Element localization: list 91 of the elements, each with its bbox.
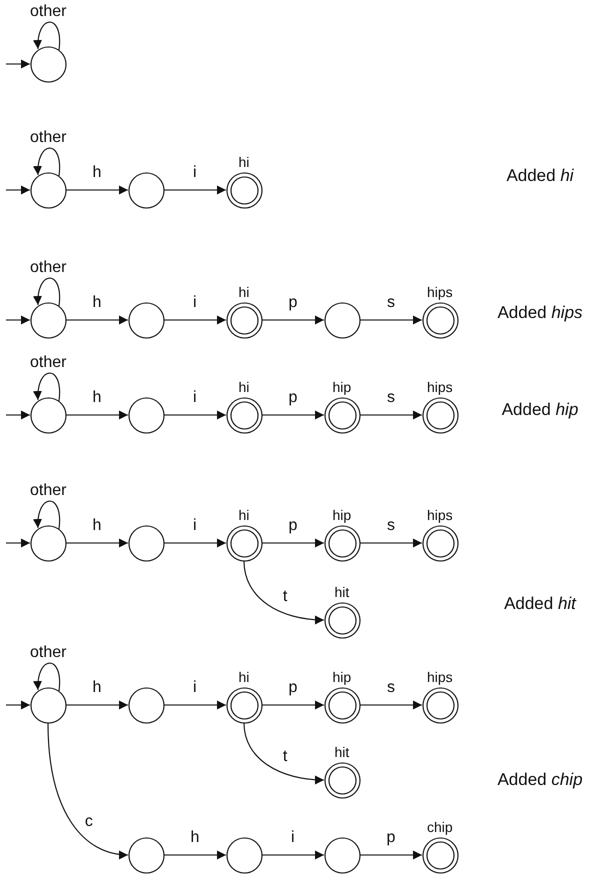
accepting-state-circle (422, 836, 458, 874)
state-label: hi (238, 380, 250, 394)
arrow (164, 538, 226, 548)
arrow (360, 538, 422, 548)
step-note: Added hips (496, 302, 584, 324)
arrow (6, 60, 30, 68)
step-note: Added hit (503, 593, 578, 615)
state-label: hi (238, 285, 250, 299)
arrow (66, 700, 128, 710)
arrow (6, 538, 30, 548)
state-label: hi (238, 155, 250, 169)
state-label: hips (427, 508, 453, 522)
accepting-state-circle (226, 524, 262, 562)
state-circle (128, 396, 164, 434)
state-label: hi (238, 508, 250, 522)
arrow (262, 700, 324, 710)
arrow (66, 186, 128, 194)
arrow (34, 662, 60, 692)
edge-label: p (288, 680, 298, 696)
accepting-state-circle (422, 524, 458, 562)
accepting-state-circle (226, 172, 262, 208)
arrow (34, 500, 60, 530)
state-label: hips (427, 670, 453, 684)
arrow (262, 538, 324, 548)
arrow (360, 316, 422, 324)
arrow (66, 538, 128, 548)
state-circle (324, 836, 360, 874)
state-label: hi (238, 670, 250, 684)
arrow (360, 700, 422, 710)
arrow (34, 22, 60, 50)
state-label: hip (332, 508, 352, 522)
state-label: hit (334, 585, 350, 599)
arrow (243, 722, 324, 784)
edge-label: p (386, 830, 396, 846)
edge-label: p (288, 295, 298, 311)
state-circle (128, 302, 164, 338)
state-circle (30, 686, 66, 724)
arrow (164, 700, 226, 710)
arrow (164, 410, 226, 420)
state-circle (226, 836, 262, 874)
arrow (243, 560, 324, 624)
state-circle (30, 524, 66, 562)
arrow (262, 850, 324, 860)
accepting-state-circle (324, 602, 360, 638)
arrow (66, 410, 128, 420)
state-circle (128, 836, 164, 874)
state-circle (128, 524, 164, 562)
edge-label: p (288, 518, 298, 534)
accepting-state-circle (422, 396, 458, 434)
arrow (262, 410, 324, 420)
arrow (262, 316, 324, 324)
state-label: hip (332, 380, 352, 394)
state-circle (128, 172, 164, 208)
accepting-state-circle (324, 524, 360, 562)
edge-label: p (288, 390, 298, 406)
accepting-state-circle (324, 762, 360, 798)
state-label: hit (334, 745, 350, 759)
state-label: chip (427, 820, 453, 834)
arrow (6, 700, 30, 710)
accepting-state-circle (226, 396, 262, 434)
state-circle (30, 396, 66, 434)
arrow (6, 316, 30, 324)
arrow (360, 410, 422, 420)
state-label: hips (427, 285, 453, 299)
state-circle (30, 302, 66, 338)
step-note: Added chip (496, 769, 584, 791)
arrow (164, 316, 226, 324)
accepting-state-circle (422, 302, 458, 338)
arrow (34, 278, 60, 306)
accepting-state-circle (422, 686, 458, 724)
arrow (360, 850, 422, 860)
accepting-state-circle (226, 686, 262, 724)
arrow (6, 186, 30, 194)
arrow (34, 372, 60, 402)
state-label: hips (427, 380, 453, 394)
arrow (164, 186, 226, 194)
step-note: Added hi (505, 165, 575, 187)
arrow (6, 410, 30, 420)
state-circle (30, 172, 66, 208)
state-circle (324, 302, 360, 338)
state-circle (30, 46, 66, 82)
state-label: hip (332, 670, 352, 684)
state-circle (128, 686, 164, 724)
arrow (47, 722, 128, 859)
accepting-state-circle (226, 302, 262, 338)
accepting-state-circle (324, 686, 360, 724)
arrow (34, 148, 60, 176)
arrow (66, 316, 128, 324)
step-note: Added hip (500, 399, 580, 421)
accepting-state-circle (324, 396, 360, 434)
arrow (164, 850, 226, 860)
